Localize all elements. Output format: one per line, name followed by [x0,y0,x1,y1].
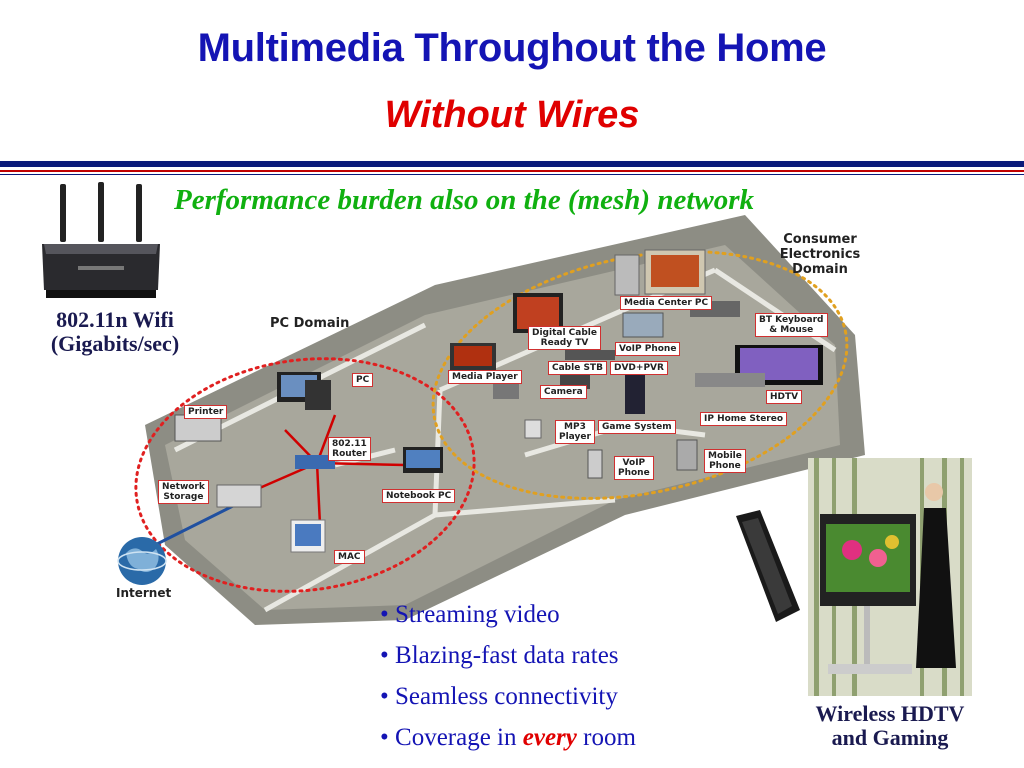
ip-home-stereo-tag: IP Home Stereo [700,412,788,426]
voip-phone-top-tag: VoIP Phone [615,342,681,356]
router-caption: 802.11n Wifi (Gigabits/sec) [20,308,210,356]
router-caption-line1: 802.11n Wifi [56,307,174,332]
flat-tv-icon [736,510,800,622]
cable-stb-tag: Cable STB [548,361,607,375]
router-caption-line2: (Gigabits/sec) [50,331,180,356]
media-center-pc-tag: Media Center PC [620,296,713,310]
slide-subtitle: Performance burden also on the (mesh) ne… [174,184,755,216]
pc-tag: PC [352,373,374,387]
bullet-item: • Streaming video [380,601,560,628]
slide-title: Multimedia Throughout the Home [197,26,827,70]
bt-keyboard-tag: BT Keyboard& Mouse [755,313,828,337]
hdtv-caption: Wireless HDTV and Gaming [788,702,992,750]
home-floor-plan [134,215,865,625]
printer-tag: Printer [184,405,228,419]
slide-title-subline: Without Wires [384,94,640,136]
ce-domain-line3: Domain [792,262,848,277]
feature-bullet-list: • Streaming video • Blazing-fast data ra… [380,600,800,764]
game-system-tag: Game System [598,420,676,434]
title-rule-red [0,170,1024,172]
wifi-router-icon [42,182,160,298]
globe-icon [117,537,167,585]
mac-tag: MAC [334,550,365,564]
bullet-item: • Blazing-fast data rates [380,642,619,669]
emphasis-every: every [522,724,577,751]
dvd-pvr-tag: DVD+PVR [610,361,668,375]
media-player-tag: Media Player [448,370,522,384]
camera-tag: Camera [540,385,587,399]
consumer-electronics-domain-label: Consumer Electronics Domain [770,232,870,277]
ce-domain-line1: Consumer [783,232,857,247]
title-rule-thin [0,174,1024,175]
bullet-item: • Seamless connectivity [380,683,618,710]
pc-domain-label: PC Domain [270,316,350,331]
hdtv-caption-line1: Wireless HDTV [815,701,965,726]
ce-domain-line2: Electronics [779,247,861,262]
bullet-item: • Coverage in every room [380,724,636,751]
hdtv-tag: HDTV [766,390,803,404]
internet-label: Internet [116,586,172,600]
title-rule-blue [0,161,1024,167]
wireless-hdtv-photo [808,458,972,696]
hdtv-caption-line2: and Gaming [831,725,949,750]
notebook-pc-tag: Notebook PC [382,489,456,503]
